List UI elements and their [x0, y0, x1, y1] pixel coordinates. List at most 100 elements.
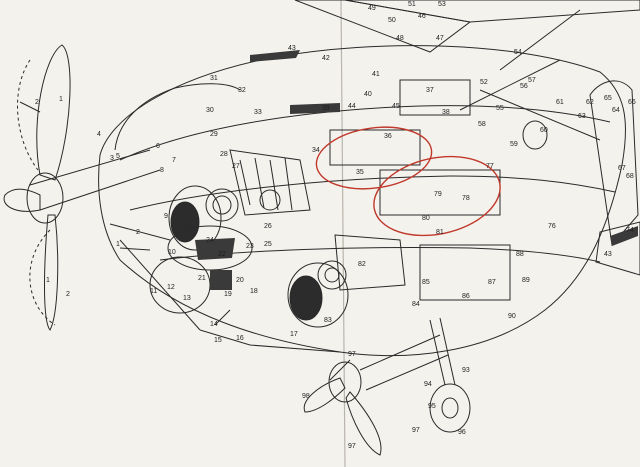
- propeller-shaft: [39, 169, 161, 211]
- callout-label: 15: [214, 337, 222, 344]
- callout-label: 45: [392, 103, 400, 110]
- propeller-arc: [17, 59, 39, 171]
- callout-label: 29: [210, 131, 218, 138]
- callout-label: 89: [522, 277, 530, 284]
- engine-gear: [205, 188, 239, 222]
- callout-label: 14: [210, 321, 218, 328]
- callout-label: 26: [264, 223, 272, 230]
- brace-strut: [459, 59, 561, 111]
- callout-label: 38: [442, 109, 450, 116]
- callout-label: 56: [520, 83, 528, 90]
- callout-label: 24: [206, 237, 214, 244]
- callout-label: 23: [246, 243, 254, 250]
- highlight-annotations: [315, 126, 501, 237]
- callout-label: 3: [110, 155, 114, 162]
- leader-line: [119, 247, 151, 251]
- propeller-blade: [44, 214, 59, 331]
- engine-cowling: [287, 262, 349, 328]
- callout-label: 19: [224, 291, 232, 298]
- callout-label: 44: [348, 103, 356, 110]
- callout-label: 51: [408, 1, 416, 8]
- callout-label: 93: [462, 367, 470, 374]
- callout-label: 28: [220, 151, 228, 158]
- shaded-panel: [610, 226, 638, 246]
- equipment-bay: [399, 79, 471, 116]
- equipment-bay: [379, 169, 501, 216]
- engine-cowling: [168, 185, 222, 251]
- upper-wing-outline: [344, 0, 640, 23]
- callout-label: 21: [198, 275, 206, 282]
- leader-line: [214, 309, 231, 326]
- shaded-panel: [250, 50, 300, 62]
- callout-label: 98: [302, 393, 310, 400]
- highlight-circle: [315, 126, 433, 190]
- callout-label: 95: [428, 403, 436, 410]
- tail-fin-outline: [589, 80, 639, 247]
- callout-label: 61: [556, 99, 564, 106]
- engine-block: [334, 234, 406, 291]
- callout-label: 1: [59, 96, 63, 103]
- fuselage-stringer: [129, 175, 616, 211]
- callout-label: 2: [35, 99, 39, 106]
- callout-label: 80: [422, 215, 430, 222]
- callout-label: 86: [462, 293, 470, 300]
- callout-label: 7: [172, 157, 176, 164]
- propeller-blade: [345, 391, 382, 456]
- propeller-blade: [36, 44, 71, 181]
- callout-label: 4: [97, 131, 101, 138]
- callout-label: 83: [324, 317, 332, 324]
- engine-intake: [289, 275, 323, 321]
- callout-label: 77: [486, 163, 494, 170]
- engine-intake: [170, 201, 200, 243]
- callout-label: 48: [396, 35, 404, 42]
- callout-label: 35: [356, 169, 364, 176]
- callout-label: 97: [412, 427, 420, 434]
- landing-gear-hub: [441, 397, 459, 419]
- equipment-bay: [329, 129, 421, 166]
- leader-line: [329, 359, 351, 381]
- engine-gear: [212, 195, 232, 215]
- callout-label: 54: [514, 49, 522, 56]
- callout-label: 90: [508, 313, 516, 320]
- callout-label: 82: [358, 261, 366, 268]
- callout-label: 59: [510, 141, 518, 148]
- callout-label: 5: [116, 153, 120, 160]
- callout-label: 87: [488, 279, 496, 286]
- callout-label: 30: [206, 107, 214, 114]
- callout-label: 11: [150, 288, 157, 295]
- equipment-bay: [419, 244, 511, 301]
- callout-label: 62: [586, 99, 594, 106]
- propeller-shaft: [29, 149, 151, 186]
- callout-label: 42: [322, 55, 330, 62]
- callout-label: 41: [372, 71, 380, 78]
- callout-label: 68: [626, 173, 634, 180]
- propeller-hub: [26, 172, 64, 224]
- callout-label: 8: [160, 167, 164, 174]
- callout-label: 47: [436, 35, 444, 42]
- brace-strut: [479, 89, 601, 141]
- callout-label: 49: [368, 5, 376, 12]
- callout-label: 1: [116, 241, 120, 248]
- shaded-panel: [210, 270, 232, 290]
- callout-label: 32: [238, 87, 246, 94]
- callout-label: 53: [438, 1, 446, 8]
- callout-label: 97: [348, 443, 356, 450]
- callout-label: 25: [264, 241, 272, 248]
- callout-label: 74: [626, 227, 634, 234]
- callout-label: 2: [136, 229, 140, 236]
- callout-label: 36: [384, 133, 392, 140]
- landing-gear-strut: [429, 319, 446, 386]
- callout-label: 67: [618, 165, 626, 172]
- callout-label: 46: [418, 13, 426, 20]
- propeller-arc: [29, 229, 56, 326]
- callout-label: 9: [164, 213, 168, 220]
- callout-label: 64: [612, 107, 620, 114]
- callout-label: 40: [364, 91, 372, 98]
- shaded-panel: [290, 103, 340, 114]
- propeller-hub: [328, 361, 362, 403]
- propeller-blade: [303, 377, 346, 413]
- engine-cylinders: [239, 157, 293, 211]
